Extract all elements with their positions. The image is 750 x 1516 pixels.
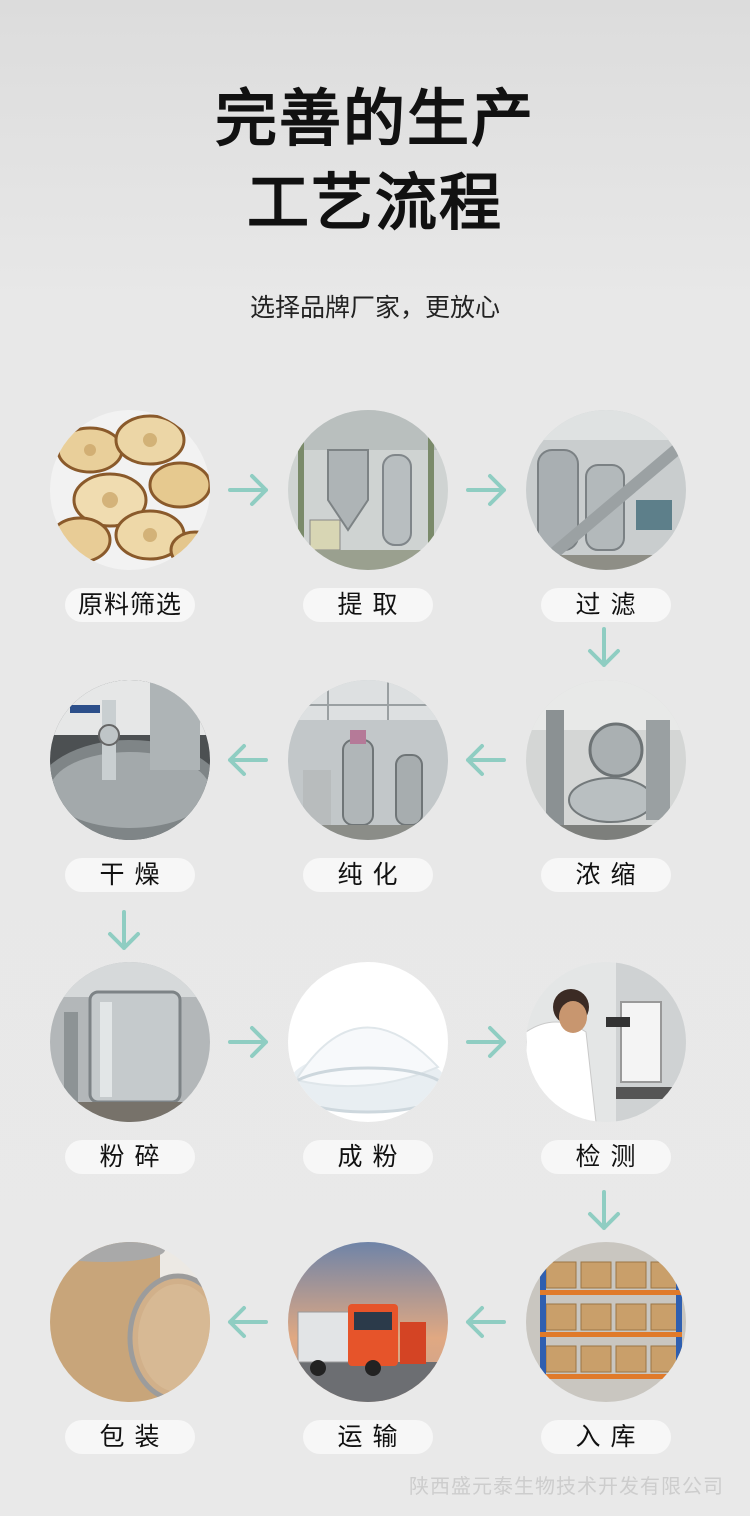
arrow-purification-to-drying <box>228 744 268 776</box>
step-image-white-powder <box>288 962 448 1122</box>
page-title-line-1: 完善的生产 <box>214 82 535 155</box>
step-label: 粉 碎 <box>65 1140 195 1174</box>
step-label: 检 测 <box>541 1140 671 1174</box>
step-label: 入 库 <box>541 1420 671 1454</box>
arrow-filtration-to-concentration <box>588 627 620 667</box>
step-image-drying-equipment <box>50 680 210 840</box>
step-raw-material-screening: 原料筛选 <box>46 410 214 622</box>
step-powder: 成 粉 <box>284 962 452 1174</box>
arrow-warehousing-to-transport <box>466 1306 506 1338</box>
page-subtitle: 选择品牌厂家，更放心 <box>249 293 500 322</box>
step-label: 运 输 <box>303 1420 433 1454</box>
step-label: 包 装 <box>65 1420 195 1454</box>
step-filtration: 过 滤 <box>522 410 690 622</box>
step-image-fiber-drum <box>50 1242 210 1402</box>
step-image-lab-microscope <box>526 962 686 1122</box>
arrow-extraction-to-filtration <box>466 474 506 506</box>
step-crushing: 粉 碎 <box>46 962 214 1174</box>
step-image-crushing-tank <box>50 962 210 1122</box>
step-image-concentration-equipment <box>526 680 686 840</box>
step-image-delivery-truck <box>288 1242 448 1402</box>
step-label: 提 取 <box>303 588 433 622</box>
step-label: 纯 化 <box>303 858 433 892</box>
company-watermark: 陕西盛元泰生物技术开发有限公司 <box>409 1474 724 1498</box>
step-concentration: 浓 缩 <box>522 680 690 892</box>
arrow-testing-to-warehousing <box>588 1190 620 1230</box>
arrow-powder-to-testing <box>466 1026 506 1058</box>
step-warehousing: 入 库 <box>522 1242 690 1454</box>
step-label: 过 滤 <box>541 588 671 622</box>
step-transport: 运 输 <box>284 1242 452 1454</box>
step-packaging: 包 装 <box>46 1242 214 1454</box>
arrow-crushing-to-powder <box>228 1026 268 1058</box>
step-extraction: 提 取 <box>284 410 452 622</box>
step-label: 干 燥 <box>65 858 195 892</box>
step-image-filtration-equipment <box>526 410 686 570</box>
step-image-purification-plant <box>288 680 448 840</box>
step-image-extraction-tank <box>288 410 448 570</box>
arrow-screening-to-extraction <box>228 474 268 506</box>
step-image-warehouse-shelves <box>526 1242 686 1402</box>
page-title-line-2: 工艺流程 <box>246 166 503 239</box>
step-drying: 干 燥 <box>46 680 214 892</box>
step-testing: 检 测 <box>522 962 690 1174</box>
step-purification: 纯 化 <box>284 680 452 892</box>
step-label: 成 粉 <box>303 1140 433 1174</box>
arrow-transport-to-packaging <box>228 1306 268 1338</box>
step-label: 原料筛选 <box>65 588 195 622</box>
step-label: 浓 缩 <box>541 858 671 892</box>
step-image-sliced-herb <box>50 410 210 570</box>
arrow-drying-to-crushing <box>108 910 140 950</box>
arrow-concentration-to-purification <box>466 744 506 776</box>
